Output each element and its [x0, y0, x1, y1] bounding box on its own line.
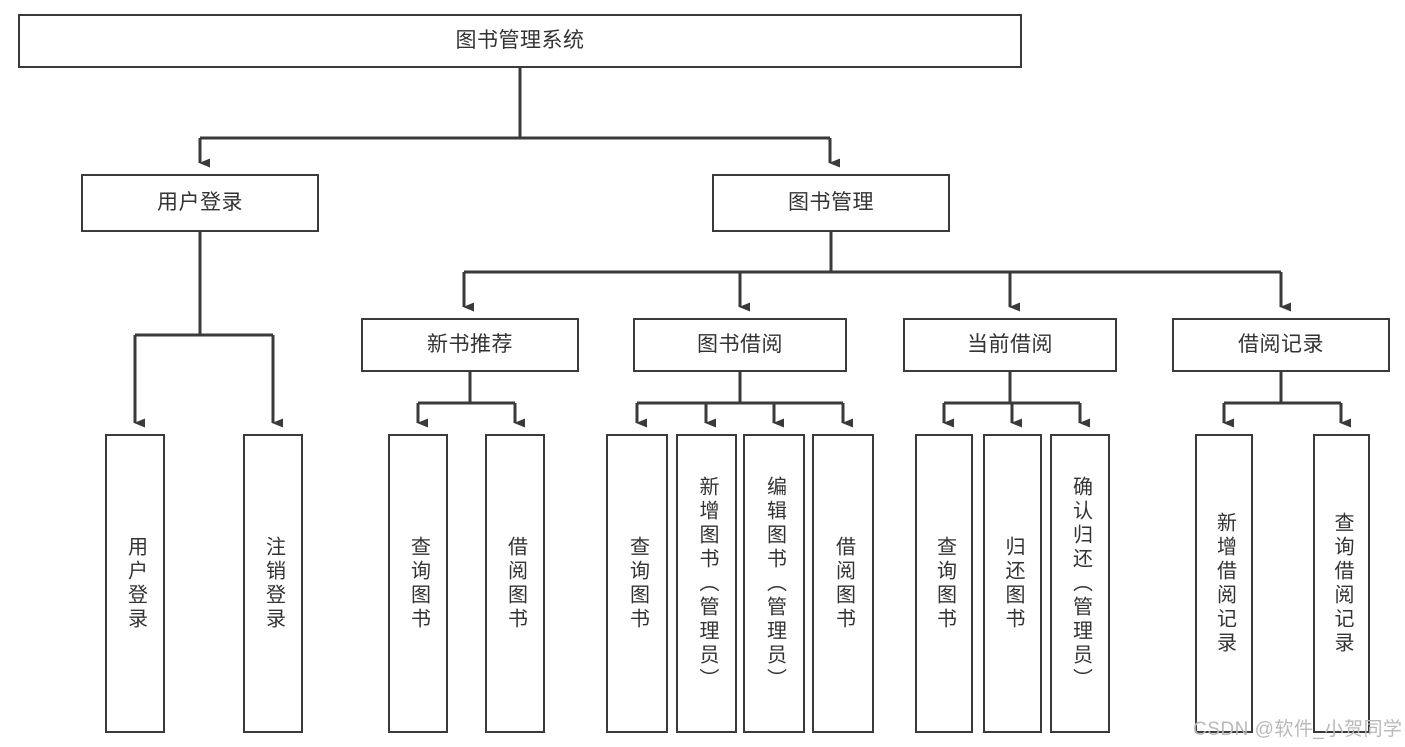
leaf-query-books-recommend-label: 查询图书	[407, 535, 430, 632]
leaf-query-books-borrow-label: 查询图书	[626, 535, 649, 632]
node-borrow-records[interactable]: 借阅记录	[1172, 318, 1390, 372]
leaf-user-login-label: 用户登录	[124, 535, 147, 632]
leaf-return-books-label: 归还图书	[1002, 535, 1024, 632]
node-current-borrow[interactable]: 当前借阅	[903, 318, 1117, 372]
leaf-query-books-borrow[interactable]: 查询图书	[606, 434, 668, 733]
node-new-book-recommend[interactable]: 新书推荐	[361, 318, 579, 372]
leaf-add-borrow-record-label: 新增借阅记录	[1213, 511, 1236, 656]
leaf-confirm-return-admin[interactable]: 确认归还（管理员）	[1050, 434, 1110, 733]
leaf-return-books[interactable]: 归还图书	[983, 434, 1042, 733]
leaf-logout[interactable]: 注销登录	[243, 434, 303, 733]
node-book-borrow-label: 图书借阅	[697, 333, 783, 357]
csdn-watermark: CSDN @软件_小贺同学	[1193, 719, 1403, 740]
leaf-borrow-books[interactable]: 借阅图书	[812, 434, 874, 733]
leaf-add-borrow-record[interactable]: 新增借阅记录	[1195, 434, 1253, 733]
node-root-label: 图书管理系统	[455, 29, 585, 53]
leaf-add-book-admin-label: 新增图书（管理员）	[696, 475, 718, 692]
leaf-logout-label: 注销登录	[262, 535, 285, 632]
leaf-edit-book-admin[interactable]: 编辑图书（管理员）	[743, 434, 805, 733]
leaf-query-books-current-label: 查询图书	[933, 535, 956, 632]
node-new-book-recommend-label: 新书推荐	[427, 333, 513, 357]
node-book-borrow[interactable]: 图书借阅	[633, 318, 847, 372]
leaf-query-books-recommend[interactable]: 查询图书	[388, 434, 448, 733]
leaf-borrow-books-label: 借阅图书	[832, 535, 855, 632]
leaf-query-borrow-record[interactable]: 查询借阅记录	[1313, 434, 1370, 733]
node-book-management[interactable]: 图书管理	[712, 174, 950, 232]
node-borrow-records-label: 借阅记录	[1238, 333, 1324, 357]
leaf-borrow-books-recommend-label: 借阅图书	[504, 535, 527, 632]
node-user-login[interactable]: 用户登录	[81, 174, 319, 232]
leaf-user-login[interactable]: 用户登录	[105, 434, 165, 733]
leaf-edit-book-admin-label: 编辑图书（管理员）	[763, 475, 786, 692]
leaf-query-books-current[interactable]: 查询图书	[915, 434, 973, 733]
node-current-borrow-label: 当前借阅	[967, 333, 1053, 357]
leaf-borrow-books-recommend[interactable]: 借阅图书	[485, 434, 545, 733]
leaf-confirm-return-admin-label: 确认归还（管理员）	[1069, 475, 1092, 692]
leaf-add-book-admin[interactable]: 新增图书（管理员）	[676, 434, 737, 733]
leaf-query-borrow-record-label: 查询借阅记录	[1331, 511, 1353, 656]
node-root[interactable]: 图书管理系统	[18, 14, 1022, 68]
node-book-management-label: 图书管理	[788, 191, 874, 215]
node-user-login-label: 用户登录	[157, 191, 243, 215]
